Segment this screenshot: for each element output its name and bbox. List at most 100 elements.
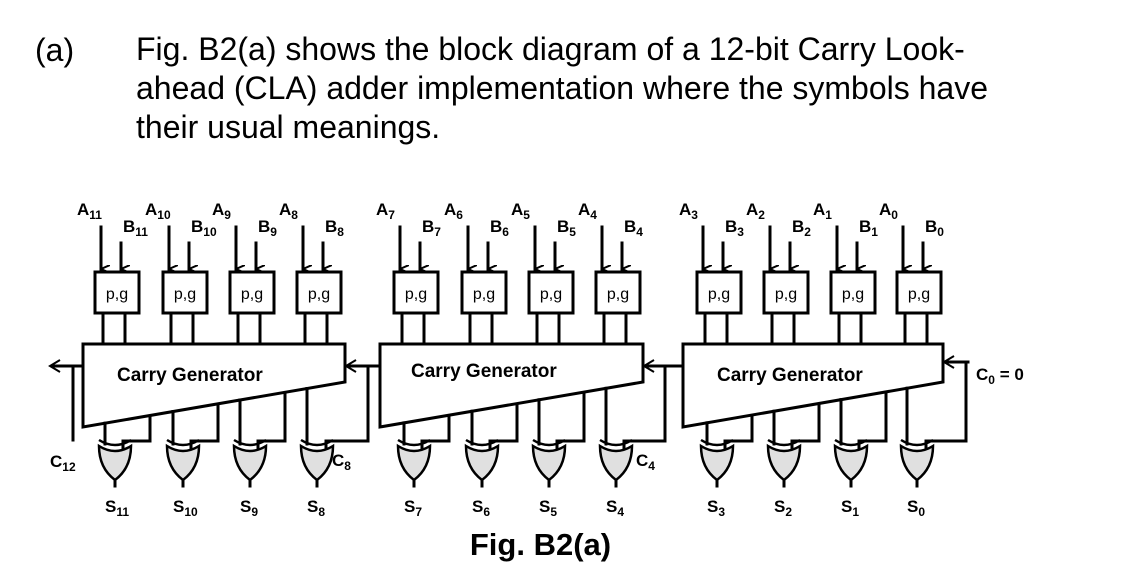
xor-gate	[299, 443, 335, 482]
input-label-a9: A9	[212, 200, 231, 222]
pg-box-label: p,g	[473, 286, 495, 303]
carry-label-c0: C0 = 0	[976, 365, 1024, 387]
xor-gate	[396, 443, 432, 482]
sum-label-s8: S8	[307, 497, 325, 519]
xor-input-carry	[189, 403, 220, 450]
xor-input-carry	[555, 392, 586, 450]
xor-gate-back-curve	[465, 438, 499, 447]
xor-gate-back-curve	[397, 438, 431, 447]
question-line-1: Fig. B2(a) shows the block diagram of a …	[136, 31, 965, 67]
input-label-b4: B4	[624, 217, 643, 239]
pg-box-label: p,g	[106, 286, 128, 303]
pg-box-label: p,g	[540, 286, 562, 303]
carry-tap-c4	[622, 366, 667, 450]
sum-label-s4: S4	[606, 497, 624, 519]
input-label-b9: B9	[258, 217, 277, 239]
xor-gate	[464, 443, 500, 482]
pg-box	[895, 270, 943, 315]
pg-box-label: p,g	[405, 286, 427, 303]
pg-box	[161, 270, 209, 315]
carry-label-c8: C8	[332, 451, 351, 473]
sum-label-s0: S0	[907, 497, 925, 519]
arrow-left-icon	[642, 359, 655, 373]
input-label-a11: A11	[77, 200, 102, 222]
input-label-a2: A2	[746, 200, 765, 222]
input-label-b6: B6	[490, 217, 509, 239]
pg-box-label: p,g	[908, 286, 930, 303]
xor-gate	[97, 443, 133, 482]
input-label-b8: B8	[325, 217, 344, 239]
pg-box	[527, 270, 575, 315]
sum-label-s9: S9	[240, 497, 258, 519]
xor-input-carry	[723, 415, 754, 450]
xor-gate	[699, 443, 735, 482]
sum-label-s11: S11	[105, 497, 129, 519]
xor-gate	[232, 443, 268, 482]
xor-gate	[833, 443, 869, 482]
input-label-a4: A4	[578, 200, 597, 222]
xor-input-carry	[420, 415, 451, 450]
xor-gate-back-curve	[700, 438, 734, 447]
xor-gate	[598, 443, 634, 482]
arrow-left-icon	[48, 359, 61, 373]
pg-box	[695, 270, 743, 315]
pg-box	[762, 270, 810, 315]
xor-gate-back-curve	[767, 438, 801, 447]
carry-generator-block	[81, 342, 347, 429]
pg-box-label: p,g	[174, 286, 196, 303]
pg-box-label: p,g	[241, 286, 263, 303]
input-label-a0: A0	[879, 200, 898, 222]
pg-box-label: p,g	[842, 286, 864, 303]
pg-box-label: p,g	[708, 286, 730, 303]
carry-tap-c8	[324, 366, 370, 450]
pg-box	[829, 270, 877, 315]
xor-gate-back-curve	[166, 438, 200, 447]
question-text: Fig. B2(a) shows the block diagram of a …	[136, 30, 1116, 147]
carry-generator-label: Carry Generator	[117, 365, 263, 386]
xor-input-carry	[121, 415, 152, 450]
sum-label-s1: S1	[841, 497, 859, 519]
sum-label-s2: S2	[774, 497, 792, 519]
input-label-b11: B11	[123, 217, 148, 239]
figure-caption-text: Fig. B2(a)	[469, 527, 612, 562]
question-line-2: ahead (CLA) adder implementation where t…	[136, 70, 989, 106]
input-label-a8: A8	[279, 200, 298, 222]
pg-box	[295, 270, 343, 315]
carry-generator-label: Carry Generator	[411, 361, 557, 382]
pg-box-label: p,g	[308, 286, 330, 303]
carry-generator-block	[378, 342, 645, 429]
xor-gate	[899, 443, 935, 482]
input-label-a1: A1	[813, 200, 832, 222]
pg-box	[392, 270, 440, 315]
question-line-3: their usual meanings.	[136, 109, 441, 145]
xor-input-carry	[790, 403, 821, 450]
carry-generator-label: Carry Generator	[717, 365, 863, 386]
input-label-b7: B7	[422, 217, 441, 239]
question-label: (a)	[35, 32, 75, 68]
input-label-a5: A5	[511, 200, 530, 222]
pg-box	[93, 270, 141, 315]
xor-gate-back-curve	[98, 438, 132, 447]
figure-caption: Fig. B2(a)	[0, 527, 1145, 563]
sum-label-s7: S7	[404, 497, 422, 519]
sum-label-s6: S6	[472, 497, 490, 519]
xor-gate-back-curve	[834, 438, 868, 447]
arrow-left-icon	[344, 359, 357, 373]
carry-label-c12: C12	[50, 452, 76, 474]
sum-label-s5: S5	[539, 497, 557, 519]
input-label-a10: A10	[145, 200, 171, 222]
input-label-b2: B2	[792, 217, 811, 239]
xor-gate-back-curve	[233, 438, 267, 447]
pg-box	[460, 270, 508, 315]
pg-box-label: p,g	[775, 286, 797, 303]
pg-box-label: p,g	[607, 286, 629, 303]
input-label-a3: A3	[679, 200, 698, 222]
input-label-b5: B5	[557, 217, 576, 239]
xor-gate	[766, 443, 802, 482]
carry-generator-block	[681, 342, 945, 429]
xor-gate	[165, 443, 201, 482]
input-label-b0: B0	[925, 217, 944, 239]
pg-box	[594, 270, 642, 315]
carry-label-c4: C4	[636, 451, 655, 473]
